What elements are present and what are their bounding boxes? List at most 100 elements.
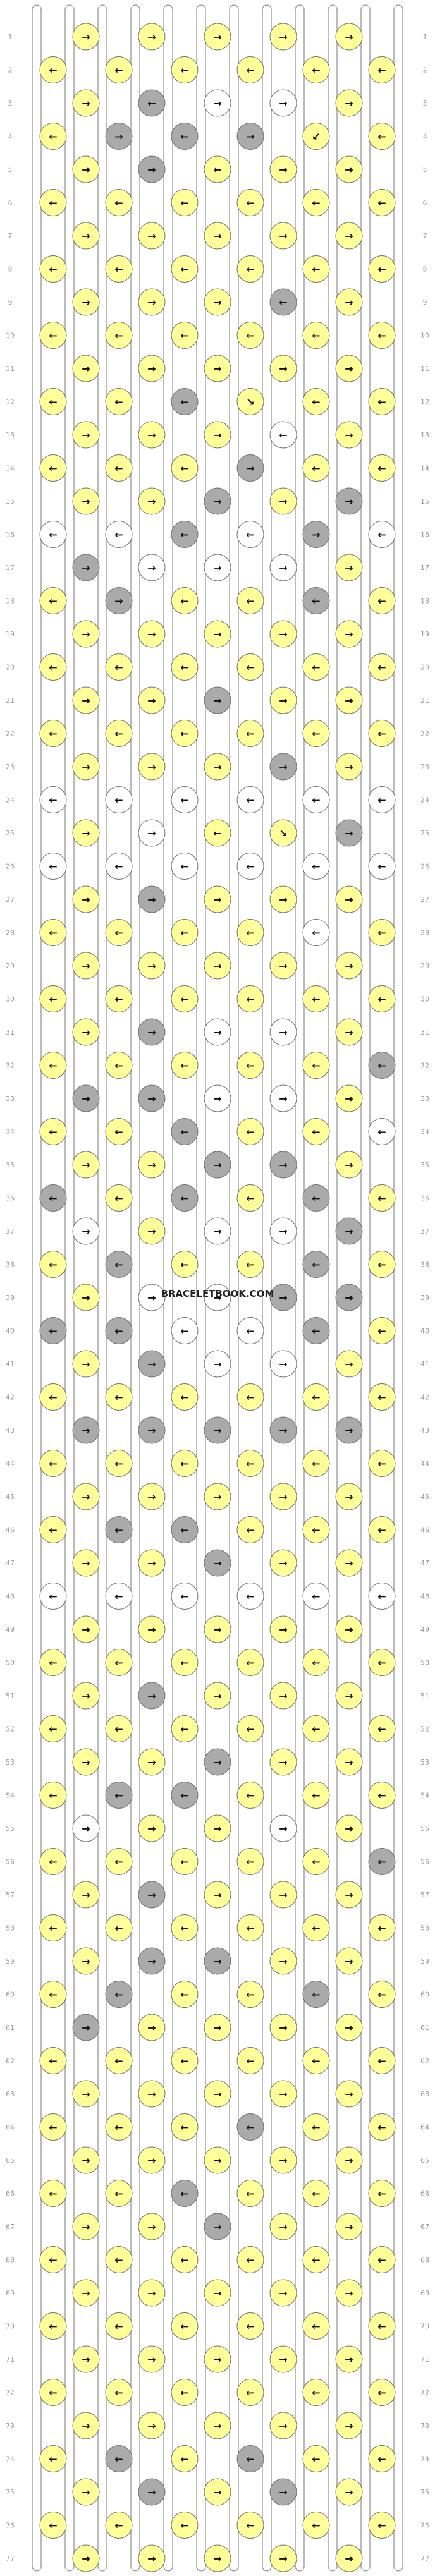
knot: ← <box>368 2445 396 2472</box>
knot: → <box>72 620 100 648</box>
knot: → <box>138 2544 166 2572</box>
row-number-left: 2 <box>8 66 13 75</box>
knot: → <box>335 2478 363 2506</box>
row-number-right: 42 <box>420 1394 429 1402</box>
knot-arrow-icon: → <box>213 31 221 43</box>
row-number-left: 51 <box>6 1692 15 1700</box>
knot-circle <box>39 1914 67 1941</box>
knot-arrow-icon: → <box>213 1557 221 1569</box>
knot-arrow-icon: → <box>279 2022 287 2034</box>
knot-arrow-icon: ← <box>114 2188 123 2200</box>
knot: → <box>72 1284 100 1311</box>
knot: ← <box>302 1383 330 1411</box>
knot: ← <box>171 786 199 813</box>
knot: ← <box>302 1450 330 1477</box>
knot-arrow-icon: ← <box>377 264 386 276</box>
knot-circle <box>335 2080 363 2108</box>
knot-arrow-icon: ← <box>246 2188 254 2200</box>
knot: ← <box>39 653 67 681</box>
knot-arrow-icon: ← <box>377 1790 386 1802</box>
knot-circle <box>72 355 100 382</box>
knot: → <box>138 2345 166 2373</box>
knot: ← <box>368 1715 396 1742</box>
knot-circle <box>236 56 264 83</box>
knot: → <box>138 1483 166 1510</box>
knot-arrow-icon: ← <box>312 2321 320 2333</box>
knot-arrow-icon: ← <box>180 794 188 806</box>
knot-arrow-icon: ← <box>377 1923 386 1935</box>
knot: → <box>269 2345 297 2373</box>
knot-circle <box>335 1549 363 1577</box>
knot-circle <box>335 1084 363 1112</box>
knot: ← <box>171 587 199 614</box>
knot: ← <box>171 653 199 681</box>
knot-arrow-icon: ← <box>312 1060 320 1072</box>
knot-circle <box>269 1018 297 1046</box>
knot-circle <box>269 1881 297 1909</box>
row-number-left: 5 <box>8 166 13 174</box>
knot-circle <box>72 1947 100 1975</box>
knot-arrow-icon: ← <box>246 529 254 541</box>
knot-circle <box>72 1350 100 1378</box>
row-number-right: 56 <box>420 1858 429 1866</box>
knot-circle <box>302 1715 330 1742</box>
knot-circle <box>269 1748 297 1776</box>
knot-circle <box>269 819 297 847</box>
knot-arrow-icon: ← <box>49 1193 57 1205</box>
knot: ← <box>236 189 264 216</box>
knot-circle <box>302 853 330 880</box>
knot-circle <box>204 1217 231 1245</box>
knot-circle <box>138 1416 166 1444</box>
knot-circle <box>368 1715 396 1742</box>
knot-circle <box>302 1317 330 1344</box>
knot: ← <box>171 985 199 1012</box>
knot-circle <box>302 1649 330 1676</box>
knot-arrow-icon: ← <box>377 2321 386 2333</box>
knot-circle <box>105 521 133 548</box>
knot: → <box>72 23 100 51</box>
knot: → <box>236 123 264 150</box>
knot-circle <box>368 720 396 747</box>
knot-circle <box>204 2279 231 2307</box>
row-number-left: 40 <box>6 1327 15 1335</box>
knot: ← <box>236 1251 264 1278</box>
row-number-right: 67 <box>420 2223 429 2231</box>
knot: → <box>335 1682 363 1710</box>
knot: ← <box>171 1450 199 1477</box>
knot-circle <box>236 1118 264 1145</box>
knot-circle <box>302 1450 330 1477</box>
knot: → <box>138 487 166 515</box>
knot: → <box>335 355 363 382</box>
row-number-right: 10 <box>420 332 429 340</box>
knot: → <box>138 819 166 847</box>
knot-circle <box>236 2180 264 2207</box>
knot-circle <box>269 2014 297 2041</box>
strand-tube <box>229 4 239 2572</box>
knot-arrow-icon: → <box>345 1358 353 1370</box>
knot-arrow-icon: → <box>279 894 287 906</box>
knot-circle <box>368 1848 396 1875</box>
knot: ← <box>302 322 330 349</box>
knot-arrow-icon: ← <box>114 2453 123 2465</box>
knot-circle <box>368 2246 396 2273</box>
knot-circle <box>269 885 297 913</box>
knot-arrow-icon: ← <box>114 330 123 342</box>
knot-circle <box>171 454 199 482</box>
knot-circle <box>171 1981 199 2008</box>
knot-circle <box>335 620 363 648</box>
knot: → <box>138 1814 166 1842</box>
knot-arrow-icon: ← <box>246 264 254 276</box>
knot: ← <box>105 2445 133 2472</box>
knot-arrow-icon: ← <box>377 2520 386 2532</box>
knot: → <box>335 554 363 581</box>
row-number-right: 9 <box>423 298 427 307</box>
knot-arrow-icon: → <box>147 1425 156 1437</box>
knot-circle <box>72 1549 100 1577</box>
knot: → <box>204 1682 231 1710</box>
knot: → <box>204 1151 231 1179</box>
knot-arrow-icon: ← <box>377 197 386 209</box>
knot-arrow-icon: ← <box>312 927 320 939</box>
knot-arrow-icon: → <box>213 429 221 441</box>
knot: → <box>204 1748 231 1776</box>
